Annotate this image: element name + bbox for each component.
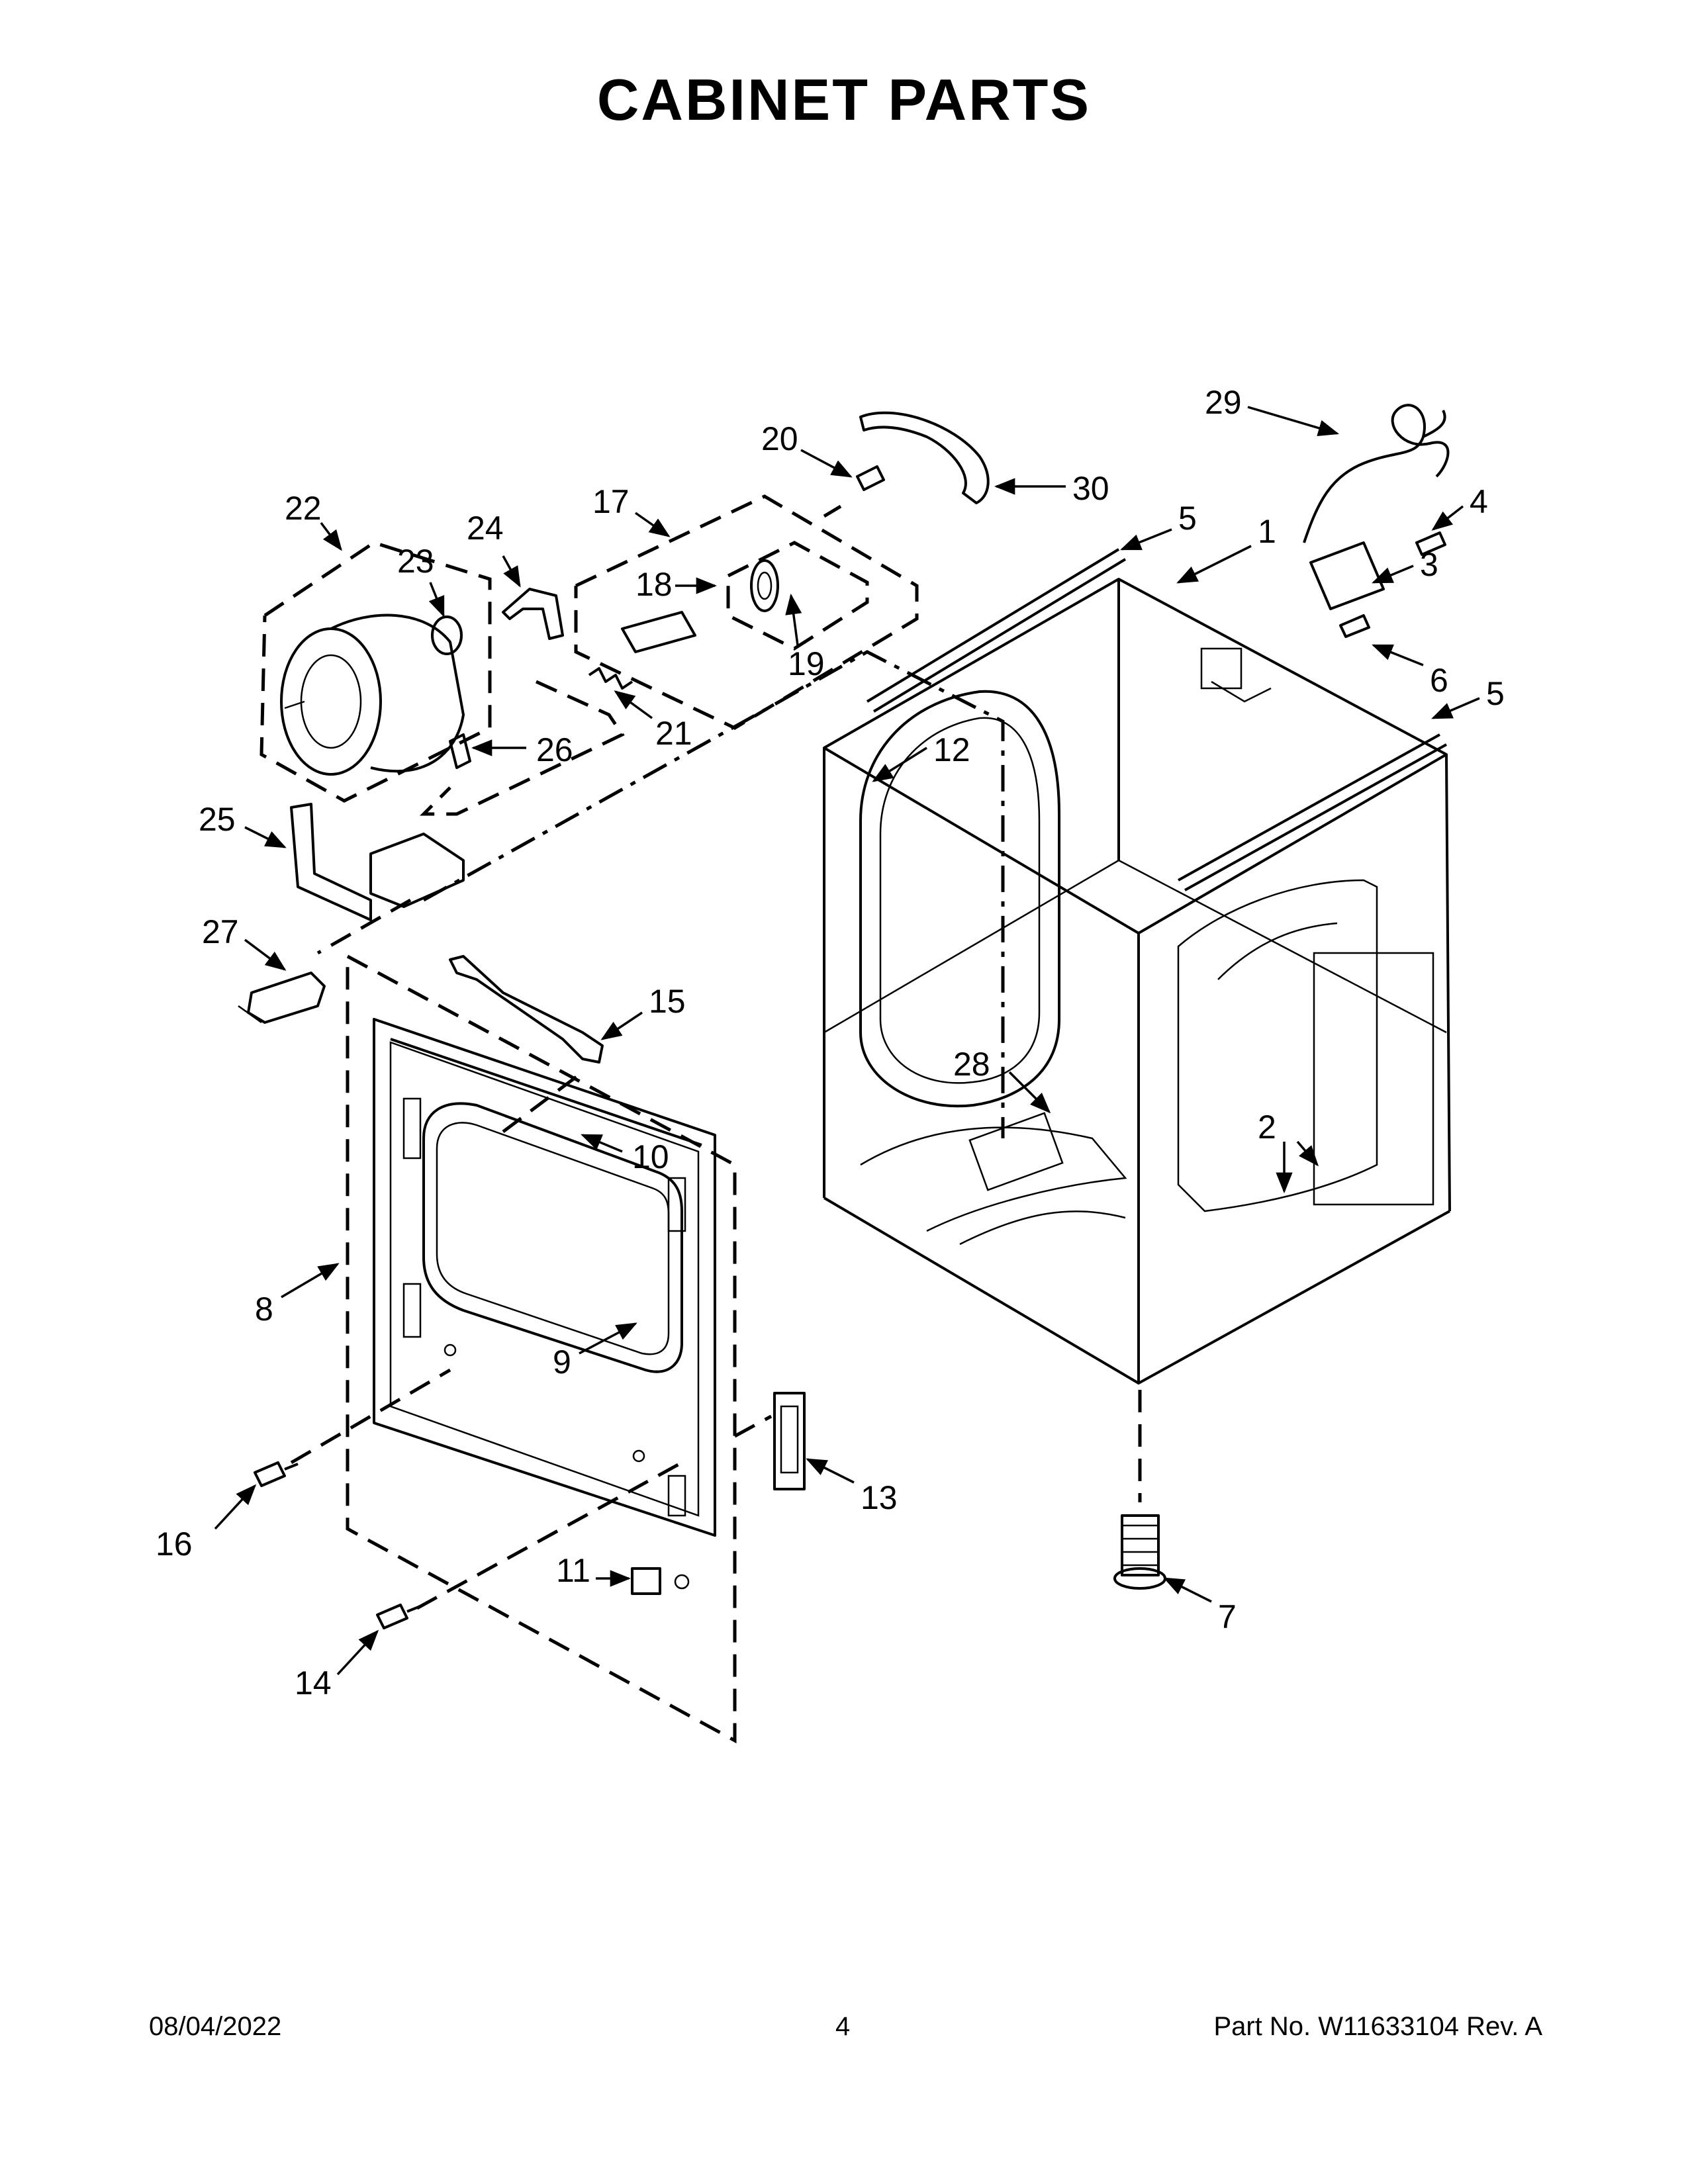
callout-29: 29 xyxy=(1205,384,1242,421)
page-title: CABINET PARTS xyxy=(596,67,1092,132)
callout-15: 15 xyxy=(649,983,686,1020)
callout-23: 23 xyxy=(397,543,434,580)
callout-25: 25 xyxy=(199,801,236,838)
callout-14: 14 xyxy=(295,1664,332,1702)
callout-20: 20 xyxy=(761,420,798,457)
callout-3: 3 xyxy=(1420,546,1438,583)
callout-10: 10 xyxy=(632,1138,669,1175)
callout-6: 6 xyxy=(1430,662,1448,699)
small-parts xyxy=(238,404,1450,1629)
callout-8: 8 xyxy=(255,1291,273,1328)
callout-16: 16 xyxy=(156,1525,193,1563)
callout-26: 26 xyxy=(536,731,573,768)
callout-28: 28 xyxy=(953,1046,990,1083)
callout-9: 9 xyxy=(553,1343,571,1381)
leaders xyxy=(214,406,1480,1676)
callout-1: 1 xyxy=(1258,513,1276,550)
front-panel-drawing xyxy=(346,954,737,1744)
callout-5a: 5 xyxy=(1178,500,1197,537)
cabinet-drawing xyxy=(823,548,1451,1385)
callout-18: 18 xyxy=(635,566,673,603)
callout-12: 12 xyxy=(933,731,970,768)
callout-24: 24 xyxy=(467,510,504,547)
footer-date: 08/04/2022 xyxy=(149,2012,282,2041)
callout-5b: 5 xyxy=(1486,675,1505,712)
callout-7: 7 xyxy=(1218,1598,1237,1635)
callout-11: 11 xyxy=(556,1552,590,1589)
callout-13: 13 xyxy=(861,1479,898,1516)
callout-2: 2 xyxy=(1258,1109,1276,1146)
callout-4: 4 xyxy=(1470,483,1488,520)
callout-19: 19 xyxy=(788,645,825,682)
callout-30: 30 xyxy=(1072,470,1109,507)
callout-22: 22 xyxy=(285,490,322,527)
footer-part-number: Part No. W11633104 Rev. A xyxy=(1213,2012,1542,2041)
callout-17: 17 xyxy=(592,483,630,520)
callout-labels: 1 2 3 4 5 5 6 7 8 9 10 11 12 13 14 15 16… xyxy=(156,384,1505,1702)
callout-21: 21 xyxy=(655,715,692,752)
footer-page-number: 4 xyxy=(835,2012,851,2041)
callout-27: 27 xyxy=(202,913,239,950)
